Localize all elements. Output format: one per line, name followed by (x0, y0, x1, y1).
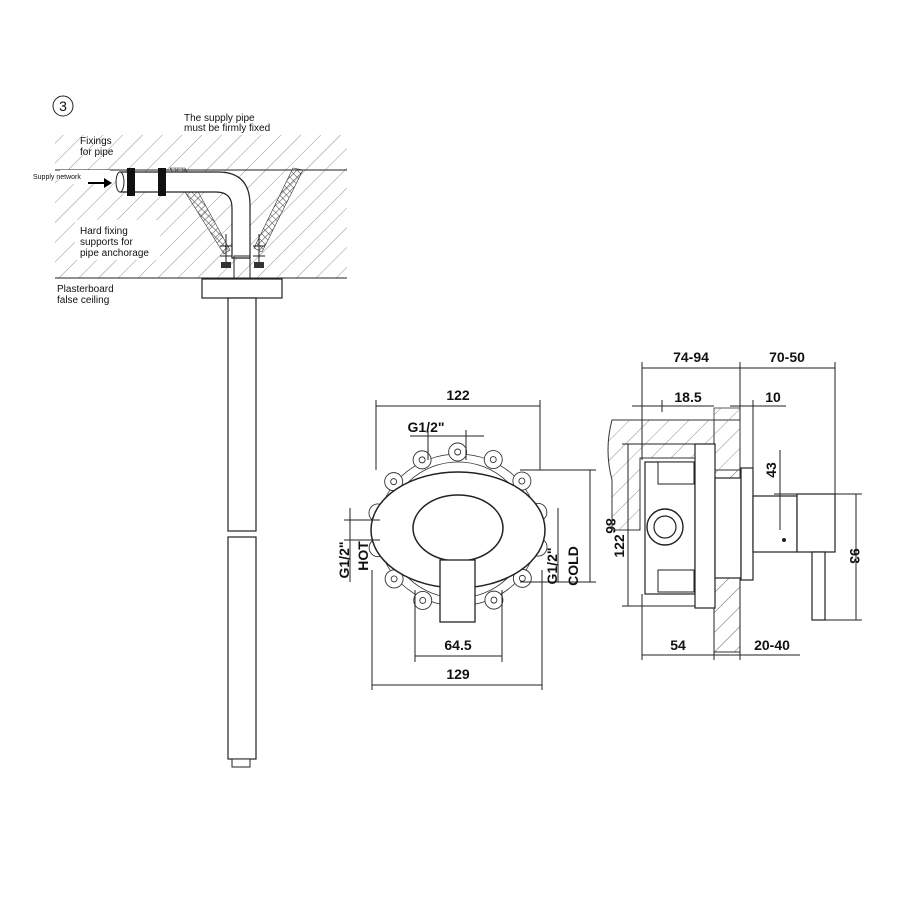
mounting-tab-hole (390, 575, 398, 583)
side-view: 74-94 70-50 18.5 10 122 43 93 54 20-40 (607, 349, 863, 660)
thread-top: G1/2" (408, 419, 445, 435)
label-cold: COLD (565, 546, 581, 586)
drop-pipe-lower (227, 536, 257, 760)
anchor-support-right (253, 234, 265, 268)
front-view: 122 G1/2" 86 G1/2" HOT G1/2" COLD 64.5 1… (336, 387, 619, 690)
ceiling-flange (201, 278, 283, 299)
anchor-support-left (220, 234, 232, 268)
fixings-note: Fixings for pipe (80, 136, 114, 158)
dim-handle-projection: 64.5 (444, 637, 471, 653)
mounting-tab-hole (390, 478, 398, 486)
supply-pipe-note: The supply pipe must be firmly fixed (184, 113, 270, 134)
step-circle (52, 95, 74, 117)
mounting-tab-hole (518, 574, 526, 582)
cartridge-housing (752, 495, 798, 553)
dim-plate-width: 129 (446, 666, 470, 682)
lever-side (811, 551, 826, 621)
mounting-tab-hole (518, 477, 526, 485)
thread-left: G1/2" (336, 542, 352, 579)
inlet-port-inner (653, 515, 677, 539)
dim-projection-range: 70-50 (769, 349, 805, 365)
label-hot: HOT (355, 541, 371, 571)
dim-overall-height: 93 (847, 548, 863, 564)
dim-depth-range: 74-94 (673, 349, 709, 365)
handle-side (796, 493, 836, 553)
supply-network-label: Supply network (33, 174, 81, 181)
install-view: 3 The supply pipe must be firmly fixed F… (33, 95, 347, 768)
plasterboard-note: Plasterboard false ceiling (57, 284, 116, 306)
mounting-tab-hole (489, 456, 497, 464)
dim-width-top: 122 (446, 387, 470, 403)
mounting-tab-hole (490, 596, 498, 604)
pipe-clamp-1 (127, 168, 135, 196)
pipe-end-cap (231, 758, 251, 768)
drop-pipe-upper (227, 297, 257, 532)
cover-plate-side (740, 467, 754, 581)
braided-hose-right (253, 167, 304, 253)
mounting-plate (694, 443, 716, 609)
mounting-tab-hole (418, 456, 426, 464)
dim-wall-range: 20-40 (754, 637, 790, 653)
pipe-clamp-2 (158, 168, 166, 196)
dim-base-depth: 54 (670, 637, 686, 653)
dim-handle-offset: 43 (763, 462, 779, 478)
dim-plate-gap: 10 (765, 389, 781, 405)
lever-handle-stem (439, 559, 476, 623)
lever-handle-top (412, 494, 504, 562)
dim-body-offset: 18.5 (674, 389, 701, 405)
hard-fixing-note: Hard fixing supports for pipe anchorage (80, 226, 149, 259)
step-number: 3 (59, 98, 67, 114)
mounting-tab-hole (419, 596, 427, 604)
supply-arrow-icon (88, 178, 112, 188)
mounting-tab-hole (454, 448, 462, 456)
thread-right: G1/2" (544, 548, 560, 585)
dim-body-height: 122 (611, 534, 627, 558)
